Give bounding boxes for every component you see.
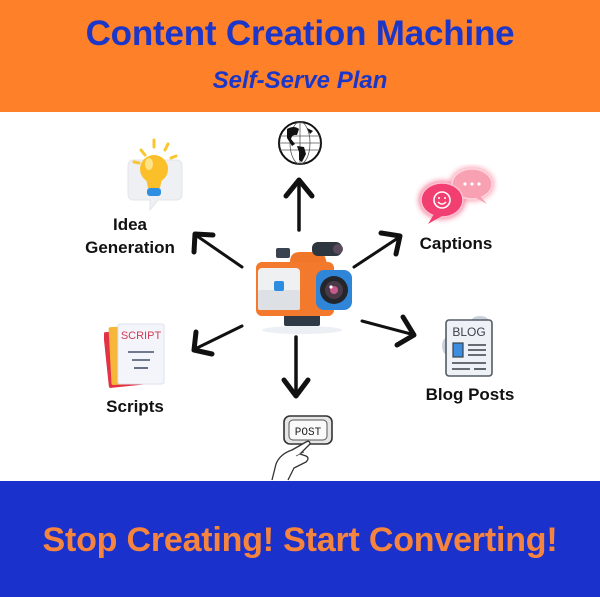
- post-button-hand-icon: POST: [271, 415, 333, 481]
- arrow-up-left-icon: [191, 231, 244, 269]
- label-idea-line1: Idea: [112, 215, 148, 234]
- globe-icon: [278, 121, 322, 165]
- script-document-icon: SCRIPT: [104, 323, 165, 388]
- footer-banner: Stop Creating! Start Converting!: [0, 481, 600, 597]
- plan-subtitle: Self-Serve Plan: [212, 67, 388, 94]
- arrow-down-icon: [281, 335, 311, 399]
- video-camera-icon: [256, 242, 352, 334]
- label-scripts: Scripts: [106, 397, 164, 416]
- label-idea-line2: Generation: [85, 238, 175, 257]
- chat-bubbles-icon: [419, 167, 494, 224]
- tagline: Stop Creating! Start Converting!: [42, 521, 558, 559]
- label-blog-posts: Blog Posts: [425, 385, 515, 404]
- lightbulb-icon: [127, 138, 183, 212]
- svg-text:SCRIPT: SCRIPT: [121, 330, 162, 342]
- arrow-down-left-icon: [191, 324, 244, 357]
- header-banner: Content Creation Machine Self-Serve Plan: [0, 0, 600, 112]
- arrows-layer: [191, 177, 417, 399]
- label-captions: Captions: [419, 234, 493, 253]
- svg-text:POST: POST: [295, 427, 322, 439]
- arrow-up-right-icon: [352, 230, 403, 269]
- diagram-canvas: Idea Generation Captions: [0, 112, 600, 481]
- svg-text:BLOG: BLOG: [452, 325, 485, 339]
- page-title: Content Creation Machine: [85, 14, 515, 53]
- blog-document-icon: BLOG: [442, 316, 493, 377]
- arrow-down-right-icon: [360, 314, 417, 348]
- label-idea-generation: Idea Generation: [78, 213, 182, 259]
- arrow-up-icon: [283, 177, 315, 232]
